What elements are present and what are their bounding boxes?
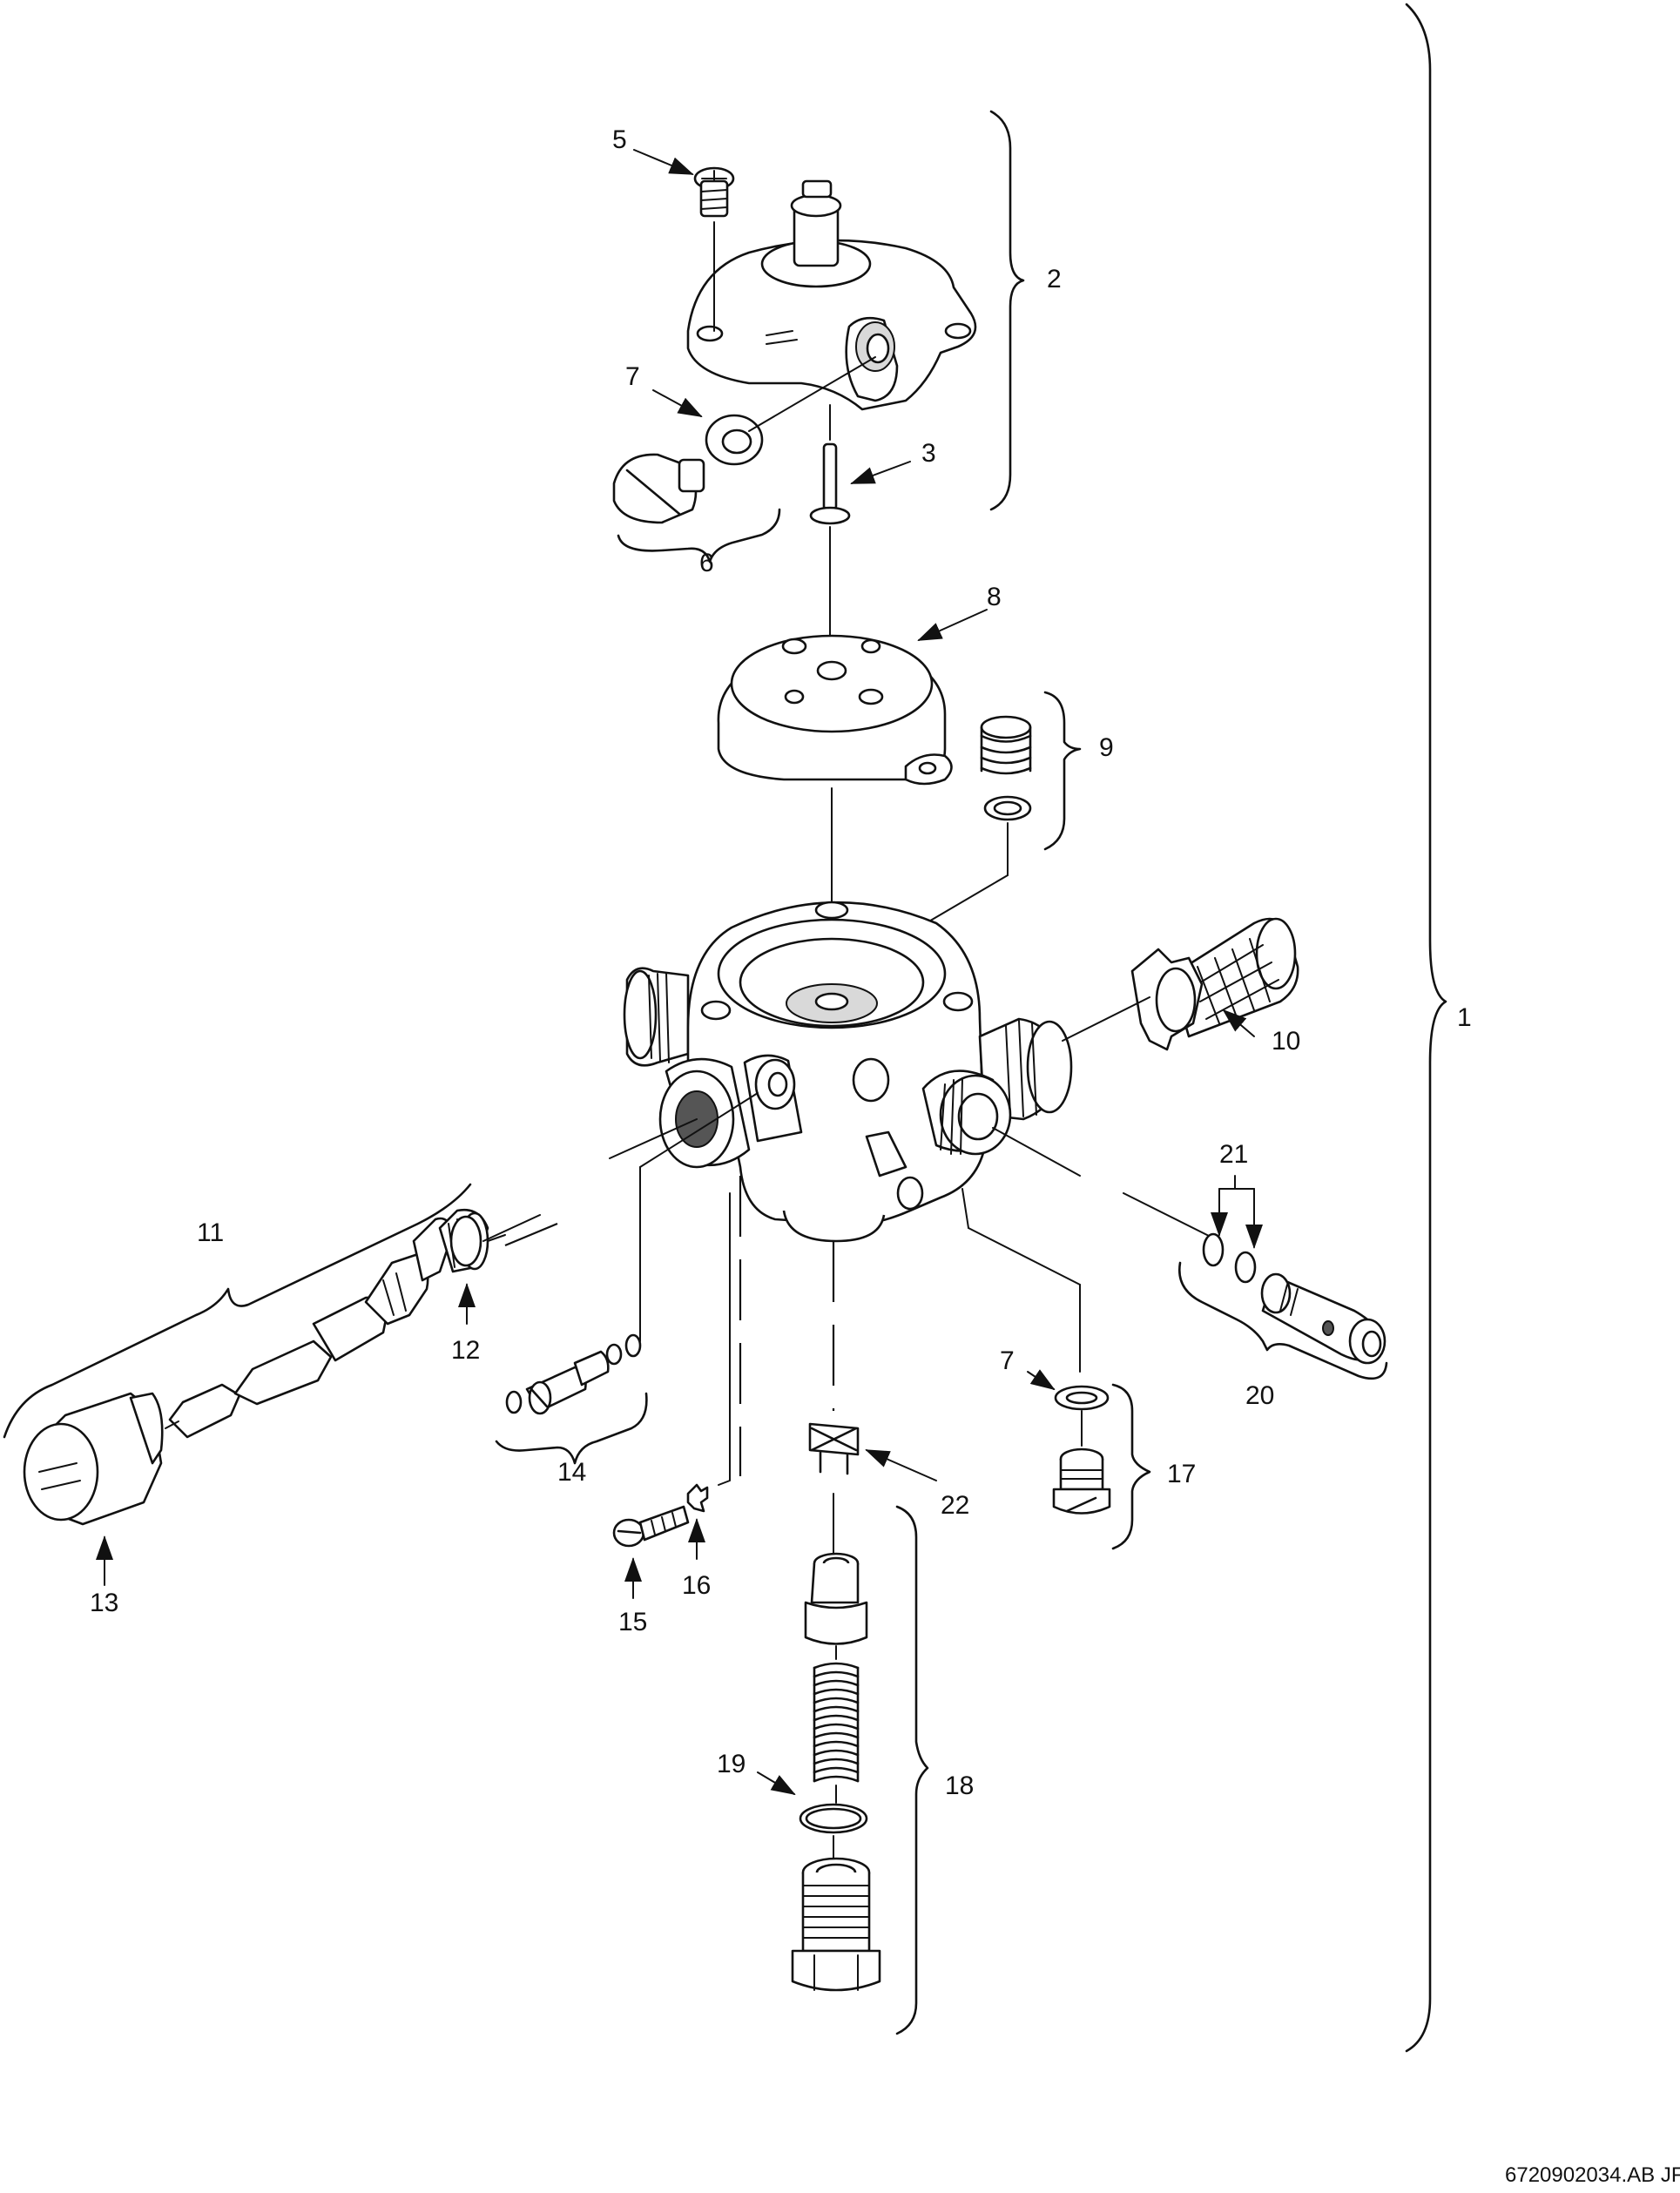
callout-leaders: [96, 149, 1263, 1796]
callout-13: 13: [90, 1589, 118, 1617]
brace-item-17: [1111, 1383, 1151, 1550]
callout-10: 10: [1272, 1027, 1300, 1056]
assembly-axis-lines: [504, 1118, 1211, 1586]
callout-8: 8: [987, 583, 1002, 611]
callout-19: 19: [717, 1750, 746, 1778]
brace-item-11: [3, 1183, 472, 1439]
callout-1: 1: [1457, 1003, 1472, 1032]
brace-item-2: [989, 110, 1025, 511]
callout-9: 9: [1099, 733, 1114, 762]
union-nut-item-18: [791, 1857, 881, 1992]
callout-11: 11: [197, 1218, 224, 1247]
callout-20: 20: [1245, 1381, 1274, 1410]
callout-16: 16: [682, 1571, 711, 1600]
threaded-nipple-item-13: [23, 1392, 179, 1526]
brace-item-20: [1177, 1261, 1388, 1380]
callout-7-upper: 7: [625, 362, 640, 391]
spring-item-9: [866, 715, 1032, 959]
screw-item-5: [693, 166, 735, 332]
callout-2: 2: [1047, 265, 1062, 294]
diaphragm-cover-item-8: [717, 634, 953, 902]
brace-item-9: [1043, 691, 1082, 851]
spring-item-18: [813, 1662, 860, 1804]
pin-item-3: [809, 404, 851, 641]
callout-7-lower: 7: [1000, 1346, 1015, 1375]
o-ring-item-19: [799, 1803, 868, 1865]
bypass-pin-item-20: [1260, 1272, 1387, 1365]
valve-insert-item-14: [505, 1092, 759, 1415]
operating-head-cover: [686, 179, 977, 411]
plug-item-6: [612, 453, 705, 524]
callout-3: 3: [921, 439, 936, 468]
brace-item-18: [895, 1505, 929, 2035]
lock-washer-item-16: [686, 1192, 731, 1513]
screw-item-15: [612, 1505, 690, 1548]
callout-21: 21: [1219, 1140, 1248, 1169]
callout-22: 22: [941, 1491, 969, 1520]
callout-14: 14: [557, 1458, 586, 1487]
filter-item-10: [1062, 917, 1299, 1051]
callout-labels: 5 2 7 3 6 8 9 1 10 21 11 12 7 20 14 17 2…: [90, 125, 1472, 1800]
o-rings-item-21: [1202, 1232, 1257, 1284]
brace-item-14: [495, 1392, 648, 1465]
brace-assembly-1: [1405, 3, 1447, 2053]
document-id: 6720902034.AB JF: [1505, 2163, 1680, 2187]
callout-18: 18: [945, 1771, 974, 1800]
callout-12: 12: [451, 1336, 480, 1365]
o-ring-item-12: [449, 1214, 541, 1267]
callout-15: 15: [618, 1608, 647, 1636]
callout-6: 6: [699, 549, 714, 577]
clip-item-22: [808, 1422, 860, 1475]
callout-17: 17: [1167, 1460, 1196, 1488]
plug-item-17: [1052, 1447, 1111, 1515]
washer-item-7-lower: [1054, 1385, 1110, 1447]
nozzle-item-18: [804, 1552, 868, 1660]
callout-5: 5: [612, 125, 627, 154]
brace-item-6: [617, 508, 781, 563]
valve-body: [623, 901, 1073, 1243]
washer-item-7-upper: [705, 356, 876, 466]
